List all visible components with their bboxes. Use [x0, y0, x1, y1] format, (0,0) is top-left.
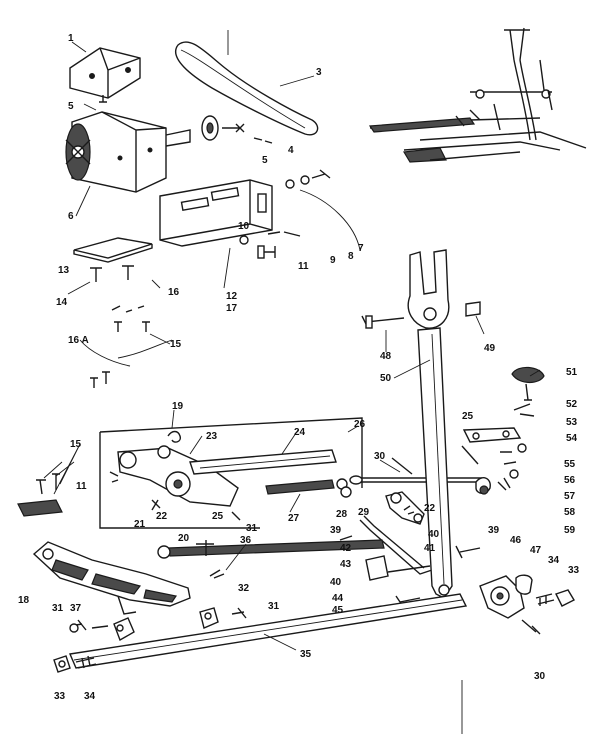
- callout-20: 20: [178, 533, 190, 544]
- callout-5b: 5: [262, 155, 268, 166]
- callout-10: 10: [238, 221, 250, 232]
- callout-34b: 34: [84, 691, 96, 702]
- callout-57: 57: [564, 491, 576, 502]
- part-4-pulley: [201, 115, 273, 144]
- callout-55: 55: [564, 459, 576, 470]
- callout-43: 43: [340, 559, 352, 570]
- callout-5a: 5: [68, 101, 74, 112]
- part-bracket-plate: [159, 169, 361, 259]
- callout-31c: 31: [268, 601, 280, 612]
- callout-27: 27: [288, 513, 300, 524]
- callout-14: 14: [56, 297, 68, 308]
- callout-33a: 33: [568, 565, 580, 576]
- callout-40a: 40: [428, 529, 440, 540]
- callout-50: 50: [380, 373, 392, 384]
- callout-9: 9: [330, 255, 336, 266]
- callout-53: 53: [566, 417, 578, 428]
- part-13-foot-plate: [73, 237, 153, 282]
- callout-4: 4: [288, 145, 294, 156]
- callout-45: 45: [332, 605, 344, 616]
- assembly-box-frame: [99, 417, 363, 529]
- callout-6: 6: [68, 211, 74, 222]
- part-1-motor-cover: [69, 47, 141, 103]
- part-small-hardware-group: [79, 305, 173, 388]
- callout-41: 41: [424, 543, 436, 554]
- callout-8: 8: [348, 251, 354, 262]
- part-51-wing-knob-group: [461, 366, 545, 495]
- callout-42: 42: [340, 543, 352, 554]
- callout-30b: 30: [534, 671, 546, 682]
- callout-19: 19: [172, 401, 184, 412]
- callout-23: 23: [206, 431, 218, 442]
- part-31-upper-rod: [69, 539, 385, 633]
- callout-21: 21: [134, 519, 146, 530]
- part-23-crank-assembly: [109, 430, 337, 521]
- callout-12: 12: [226, 291, 238, 302]
- callout-31a: 31: [246, 523, 258, 534]
- part-41-bellcrank: [359, 491, 433, 581]
- part-18-treadle: [32, 541, 191, 615]
- callout-22a: 22: [156, 511, 168, 522]
- callout-48: 48: [380, 351, 392, 362]
- callout-25b: 25: [462, 411, 474, 422]
- callout-33b: 33: [54, 691, 66, 702]
- callout-29: 29: [358, 507, 370, 518]
- callout-44: 44: [332, 593, 344, 604]
- callout-39a: 39: [330, 525, 342, 536]
- callout-49: 49: [484, 343, 496, 354]
- part-6-motor: [65, 111, 191, 193]
- callout-34a: 34: [548, 555, 560, 566]
- callout-30a: 30: [374, 451, 386, 462]
- part-35-lower-rod: [53, 593, 468, 673]
- callout-37: 37: [70, 603, 82, 614]
- part-27-rod: [265, 478, 352, 498]
- callout-28: 28: [336, 509, 348, 520]
- callout-11a: 11: [298, 261, 309, 272]
- callout-13: 13: [58, 265, 70, 276]
- leader-lines: [53, 41, 541, 651]
- callout-46: 46: [510, 535, 522, 546]
- part-lower-left-bracket: [17, 461, 75, 517]
- callout-15b: 15: [70, 439, 82, 450]
- callout-18: 18: [18, 595, 30, 606]
- callout-40b: 40: [330, 577, 342, 588]
- callout-1: 1: [68, 33, 74, 44]
- callout-24: 24: [294, 427, 306, 438]
- callout-16: 16: [168, 287, 180, 298]
- callout-32: 32: [238, 583, 250, 594]
- part-50-pitman-lever: [361, 249, 481, 599]
- callout-59: 59: [564, 525, 576, 536]
- callout-54: 54: [566, 433, 578, 444]
- callout-17: 17: [226, 303, 238, 314]
- callout-47: 47: [530, 545, 542, 556]
- part-upper-right-assembly: [368, 27, 587, 163]
- callout-3: 3: [316, 67, 322, 78]
- callout-52: 52: [566, 399, 578, 410]
- callout-25a: 25: [212, 511, 224, 522]
- callout-22b: 22: [424, 503, 436, 514]
- callout-16a: 16 A: [68, 335, 89, 346]
- callout-35: 35: [300, 649, 312, 660]
- callout-56: 56: [564, 475, 576, 486]
- callout-11b: 11: [76, 481, 87, 492]
- callout-7: 7: [358, 243, 364, 254]
- callout-51: 51: [566, 367, 578, 378]
- callout-36: 36: [240, 535, 252, 546]
- part-30-link-rod: [349, 457, 491, 494]
- part-3-belt: [175, 30, 319, 136]
- callout-15a: 15: [170, 339, 182, 350]
- callout-31b: 31: [52, 603, 64, 614]
- part-46-rod-bracket: [479, 574, 575, 635]
- callout-39b: 39: [488, 525, 500, 536]
- callout-58: 58: [564, 507, 576, 518]
- callout-26: 26: [354, 419, 366, 430]
